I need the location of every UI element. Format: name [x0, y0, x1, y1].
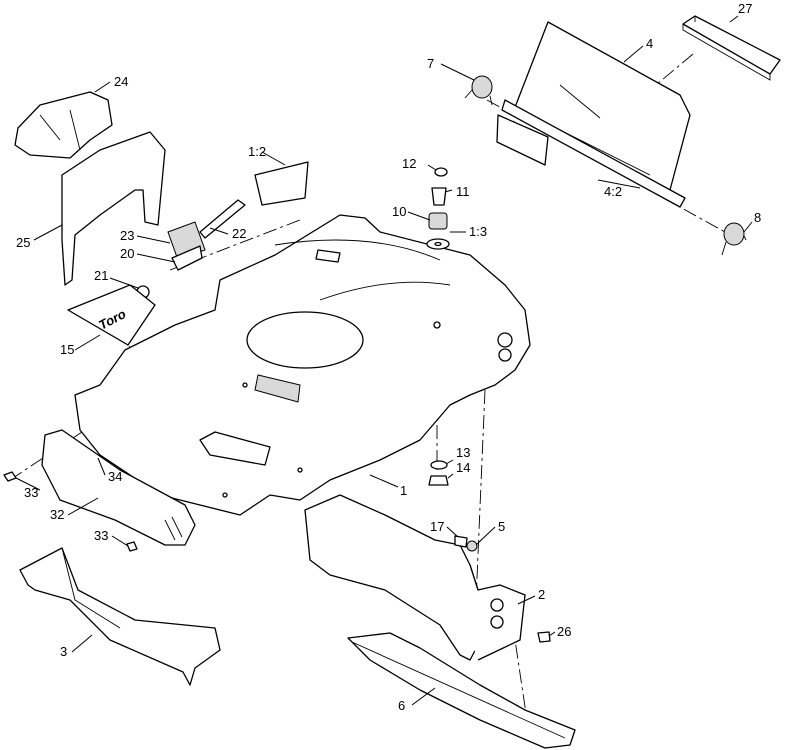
- screw-26: [537, 631, 551, 643]
- callout-22: 22: [232, 226, 246, 241]
- callout-5: 5: [498, 519, 505, 534]
- callout-32: 32: [50, 507, 64, 522]
- callout-15: 15: [60, 342, 74, 357]
- callout-3: 3: [60, 644, 67, 659]
- lower-shield-3: [19, 547, 221, 686]
- callout-34: 34: [108, 469, 122, 484]
- height-adjuster-stack: [426, 167, 450, 486]
- callout-26: 26: [557, 624, 571, 639]
- callout-33-left: 33: [24, 485, 38, 500]
- rear-flap-32: [41, 429, 196, 546]
- rear-bar-27: [682, 15, 781, 81]
- callout-13: 13: [456, 445, 470, 460]
- bolt-17: [454, 535, 468, 548]
- callout-7: 7: [427, 56, 434, 71]
- callout-25: 25: [16, 235, 30, 250]
- latch-23: [167, 221, 206, 271]
- discharge-chute-2: [304, 494, 526, 661]
- callout-1-3: 1:3: [469, 224, 487, 239]
- deflector-6: [347, 632, 576, 749]
- callout-labels: 24 25 1:2 12 11 10 1:3 7 4 27 4:2 8 23 2…: [16, 1, 761, 713]
- torsion-spring-7: [464, 75, 493, 106]
- callout-27: 27: [738, 1, 752, 16]
- decal-plate-15: Toro: [67, 284, 156, 346]
- callout-24: 24: [114, 74, 128, 89]
- callout-14: 14: [456, 460, 470, 475]
- callout-8: 8: [754, 210, 761, 225]
- callout-11: 11: [456, 184, 470, 199]
- rear-shield-25: [61, 131, 166, 286]
- callout-leaders: [15, 15, 753, 706]
- callout-20: 20: [120, 246, 134, 261]
- deck-decal-1-2: [254, 161, 309, 206]
- callout-1-2: 1:2: [248, 144, 266, 159]
- callout-1: 1: [400, 483, 407, 498]
- callout-10: 10: [392, 204, 406, 219]
- callout-21: 21: [94, 268, 108, 283]
- mower-deck: [74, 214, 531, 516]
- cover-24: [14, 91, 113, 159]
- callout-33-lower: 33: [94, 528, 108, 543]
- nut-5: [466, 540, 478, 552]
- bolt-33-left: [3, 471, 17, 482]
- callout-17: 17: [430, 519, 444, 534]
- callout-2: 2: [538, 587, 545, 602]
- grass-bag: [496, 21, 691, 208]
- callout-4: 4: [646, 36, 653, 51]
- callout-12: 12: [402, 156, 416, 171]
- callout-23: 23: [120, 228, 134, 243]
- callout-6: 6: [398, 698, 405, 713]
- torsion-spring-8: [721, 222, 747, 256]
- callout-4-2: 4:2: [604, 184, 622, 199]
- bolt-33-lower: [126, 541, 138, 552]
